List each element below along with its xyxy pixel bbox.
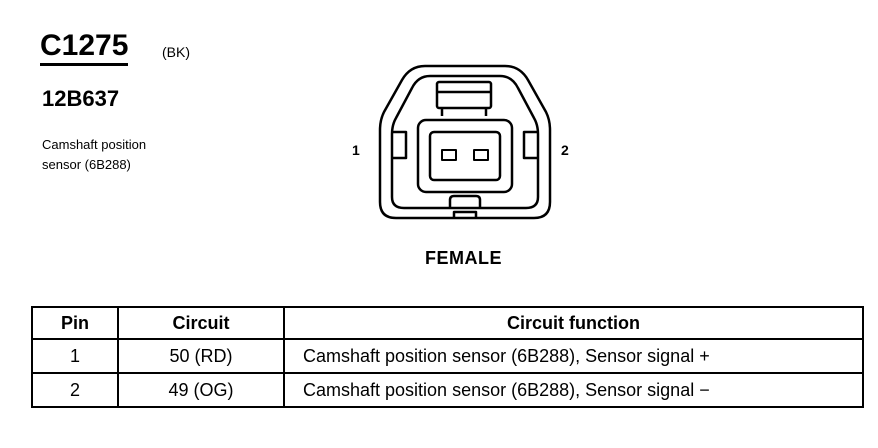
connector-outer-shell (378, 64, 552, 220)
column-header-pin: Pin (31, 306, 119, 340)
table-row: 1 50 (RD) Camshaft position sensor (6B28… (31, 338, 864, 374)
pin-cell: 2 (31, 372, 119, 408)
terminal-pin-2 (473, 149, 489, 161)
connector-color-code: (BK) (162, 44, 190, 60)
terminal-pin-1 (441, 149, 457, 161)
pin-housing (416, 118, 514, 194)
pin-cavity-body (428, 130, 502, 182)
part-number: 12B637 (42, 86, 120, 111)
column-header-circuit: Circuit (117, 306, 285, 340)
pin-label-2: 2 (561, 142, 569, 158)
connector-face-drawing (378, 64, 552, 220)
bottom-key (448, 194, 482, 208)
pin-label-1: 1 (352, 142, 360, 158)
left-side-notch (392, 130, 408, 160)
description-line-1: Camshaft position (42, 137, 147, 152)
column-header-function: Circuit function (283, 306, 864, 340)
pin-table: Pin Circuit Circuit function 1 50 (RD) C… (31, 306, 864, 408)
pin-cell: 1 (31, 338, 119, 374)
right-side-notch (522, 130, 538, 160)
function-cell: Camshaft position sensor (6B288), Sensor… (283, 372, 864, 408)
locking-tab (435, 80, 493, 110)
connector-inner-shell (390, 74, 540, 210)
connector-view-label: FEMALE (425, 248, 502, 268)
description-line-2: sensor (6B288) (42, 157, 131, 172)
circuit-cell: 50 (RD) (117, 338, 285, 374)
function-cell: Camshaft position sensor (6B288), Sensor… (283, 338, 864, 374)
circuit-cell: 49 (OG) (117, 372, 285, 408)
table-row: 2 49 (OG) Camshaft position sensor (6B28… (31, 372, 864, 408)
connector-id: C1275 (40, 30, 129, 66)
table-header-row: Pin Circuit Circuit function (31, 306, 864, 340)
